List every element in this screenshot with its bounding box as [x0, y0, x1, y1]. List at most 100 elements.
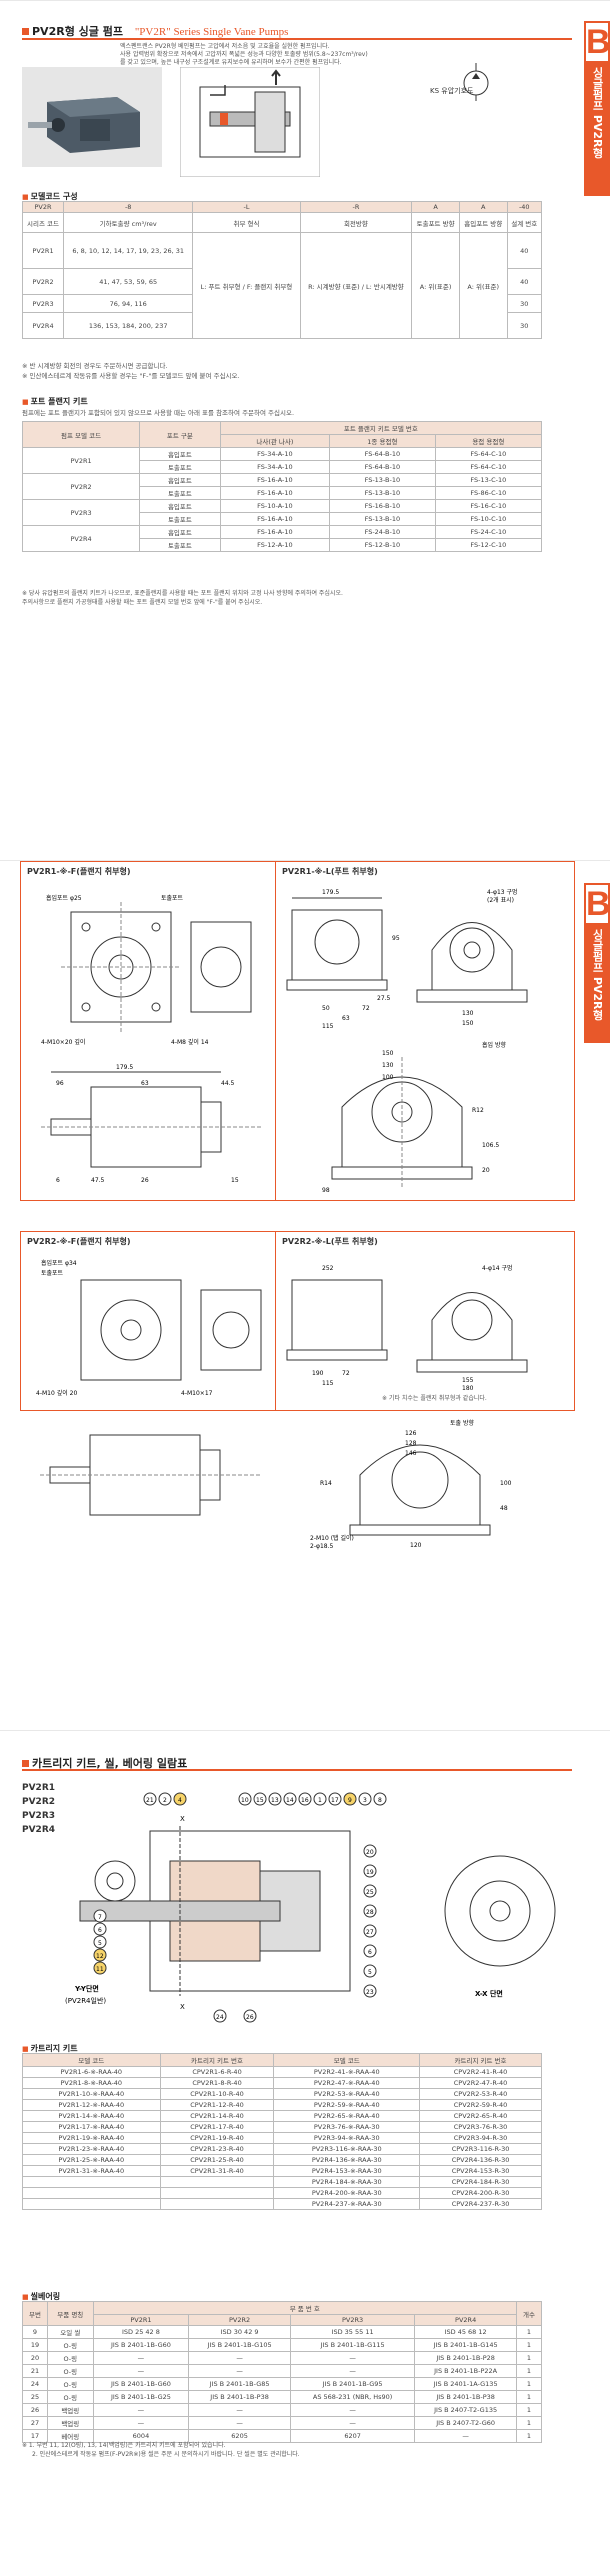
mc-disp: 136, 153, 184, 200, 237	[62, 312, 194, 339]
d7-label: 100	[500, 1480, 512, 1487]
balloon-number: 2	[163, 1797, 167, 1804]
balloon-number: 16	[301, 1797, 309, 1804]
section-yy-sublabel: (PV2R4일반)	[65, 1996, 106, 2005]
model-notes: ※ 반 시계방향 회전의 경우도 주문하시면 공급합니다. ※ 인산에스테르계 …	[22, 361, 240, 381]
port-notes: ※ 당사 유압펌프의 플랜지 키트가 나오므로, 표준플랜지를 사용할 때는 포…	[22, 589, 562, 607]
cartridge-cell: CPV2R2-47-R-40	[419, 2077, 542, 2089]
balloon-number: 27	[366, 1929, 374, 1936]
balloon-number: 24	[216, 2014, 224, 2021]
balloon-number: 26	[246, 2014, 254, 2021]
mc-design: 30	[506, 294, 543, 313]
port-flange-heading: 포트 플랜지 키트	[22, 396, 88, 407]
cartridge-cell: PV2R4-237-※-RAA-30	[273, 2198, 421, 2210]
cartridge-cell: CPV2R3-94-R-30	[419, 2132, 542, 2144]
section-tab-text: 싱글펌프 PV2R형	[591, 929, 604, 1021]
cartridge-kit-table: 모델 코드 카트리지 키트 번호 모델 코드 카트리지 키트 번호 PV2R1-…	[22, 2053, 542, 2210]
pf-h2: 포트 플랜지 키트 모델 번호	[219, 421, 543, 435]
pv2r1-flange-side-view: 179.5 96 63 44.5 6 47.5 26 15	[41, 1064, 261, 1184]
mc-series: PV2R2	[22, 268, 64, 295]
pf-h1: 포트 구분	[139, 421, 221, 448]
d5-label: 4-M10×17	[181, 1390, 213, 1397]
model-note-1: ※ 반 시계방향 회전의 경우도 주문하시면 공급합니다.	[22, 362, 168, 370]
cartridge-cell: CPV2R4-184-R-30	[419, 2176, 542, 2188]
pf-cell: FS-10-A-10	[219, 499, 331, 513]
pf-cell: FS-13-B-10	[329, 486, 436, 500]
d5-label: 토출포트	[41, 1269, 64, 1277]
drawing-title: PV2R2-※-L(푸트 취부형)	[282, 1237, 378, 1246]
seal-cell: —	[188, 2416, 291, 2430]
intro-line-1: 엑스펜트랜스 PV2R형 베인펌프는 고압에서 저소음 및 고효율을 실현한 펌…	[120, 43, 330, 50]
seal-cell: JIS B 2401-1B-G60	[92, 2338, 190, 2352]
cartridge-cell: PV2R1-6-※-RAA-40	[22, 2066, 161, 2078]
seal-cell: 1	[515, 2403, 543, 2417]
cartridge-cell: PV2R3-94-※-RAA-30	[273, 2132, 421, 2144]
mc-disp: 6, 8, 10, 12, 14, 17, 19, 23, 26, 31	[62, 232, 194, 269]
d4-label: 20	[482, 1167, 490, 1174]
mc-h1: -8	[62, 201, 194, 213]
d6-label: 72	[342, 1370, 350, 1377]
pf-cell: 흡입포트	[139, 499, 221, 513]
balloon: 21	[143, 1792, 157, 1806]
balloon: 11	[93, 1961, 107, 1975]
d6-label: 155	[462, 1377, 474, 1384]
pv2r2-end-view: 토출 방향 126 128 146 R14 100 48 120 2-M10 (…	[310, 1419, 512, 1550]
pf-cell: FS-16-A-10	[219, 473, 331, 487]
pf-cell: FS-24-B-10	[329, 525, 436, 539]
d6-label: 252	[322, 1265, 334, 1272]
seal-cell: —	[92, 2403, 190, 2417]
section-tab-letter: B	[584, 21, 610, 63]
d7-label: 48	[500, 1505, 508, 1512]
mc-h2-6: 설계 번호	[506, 212, 543, 233]
pf-cell: FS-64-B-10	[329, 447, 436, 461]
cartridge-cell: CPV2R1-23-R-40	[159, 2143, 275, 2155]
drawing-pv2r1-flange: PV2R1-※-F(플랜지 취부형) 흡입포트 φ25 토출포트 4-M10×2…	[20, 861, 280, 1201]
d3-label: 96	[56, 1080, 64, 1087]
pf-cell: FS-12-A-10	[219, 538, 331, 552]
ck-h2: 모델 코드	[273, 2053, 421, 2067]
seal-cell: JIS B 2401-1B-G115	[289, 2338, 416, 2352]
balloon-number: 15	[256, 1797, 264, 1804]
balloon: 16	[298, 1792, 312, 1806]
page-title-en: "PV2R" Series Single Vane Pumps	[134, 26, 289, 38]
pf-cell: 토출포트	[139, 486, 221, 500]
seal-cell: —	[414, 2429, 517, 2443]
seal-cell: JIS B 2407-T2-G60	[414, 2416, 517, 2430]
pv2r1-foot-end-view: 흡입 방향 150 130 100 R12 106.5 20 98	[322, 1041, 506, 1194]
balloon: 1	[313, 1792, 327, 1806]
d7-label: 2-M10 (탭 길이)	[310, 1534, 354, 1542]
d2-label: 4-φ13 구멍	[487, 888, 518, 896]
seal-cell: —	[188, 2364, 291, 2378]
mc-h2-5: 흡입포트 방향	[458, 212, 508, 233]
balloons-right: 20 19 25 28 27 6 5 23	[363, 1844, 377, 1998]
cartridge-cell: CPV2R2-65-R-40	[419, 2110, 542, 2122]
seal-cell: JIS B 2401-1B-P38	[414, 2390, 517, 2404]
pf-h0: 펌프 모델 코드	[21, 421, 141, 448]
sb-s3: PV2R4	[414, 2314, 517, 2326]
mc-disp: 76, 94, 116	[62, 294, 194, 313]
section-tab: B 싱글펌프 PV2R형	[584, 21, 610, 196]
seal-cell: JIS B 2401-1A-G135	[414, 2377, 517, 2391]
balloon: 10	[238, 1792, 252, 1806]
d7-label: 120	[410, 1542, 422, 1549]
pf-cell: 토출포트	[139, 460, 221, 474]
cartridge-cell: PV2R1-12-※-RAA-40	[22, 2099, 161, 2111]
d1-label: 4-M8 깊이 14	[171, 1038, 209, 1046]
balloon-number: 19	[366, 1869, 374, 1876]
pf-s2: 용접 용접형	[434, 434, 543, 448]
cartridge-cell: PV2R1-25-※-RAA-40	[22, 2154, 161, 2166]
mc-h6: -40	[506, 201, 543, 213]
model-list: PV2R1 PV2R2 PV2R3 PV2R4	[22, 1781, 55, 1837]
d3-label: 6	[56, 1177, 60, 1184]
balloon-number: 14	[286, 1797, 294, 1804]
cartridge-cell: PV2R4-153-※-RAA-30	[273, 2165, 421, 2177]
model-list-item: PV2R1	[22, 1783, 56, 1793]
balloon-number: 17	[331, 1797, 339, 1804]
port-note-1: ※ 당사 유압펌프의 플랜지 키트가 나오므로, 표준플랜지를 사용할 때는 포…	[22, 590, 343, 597]
cartridge-cell: PV2R4-136-※-RAA-30	[273, 2154, 421, 2166]
